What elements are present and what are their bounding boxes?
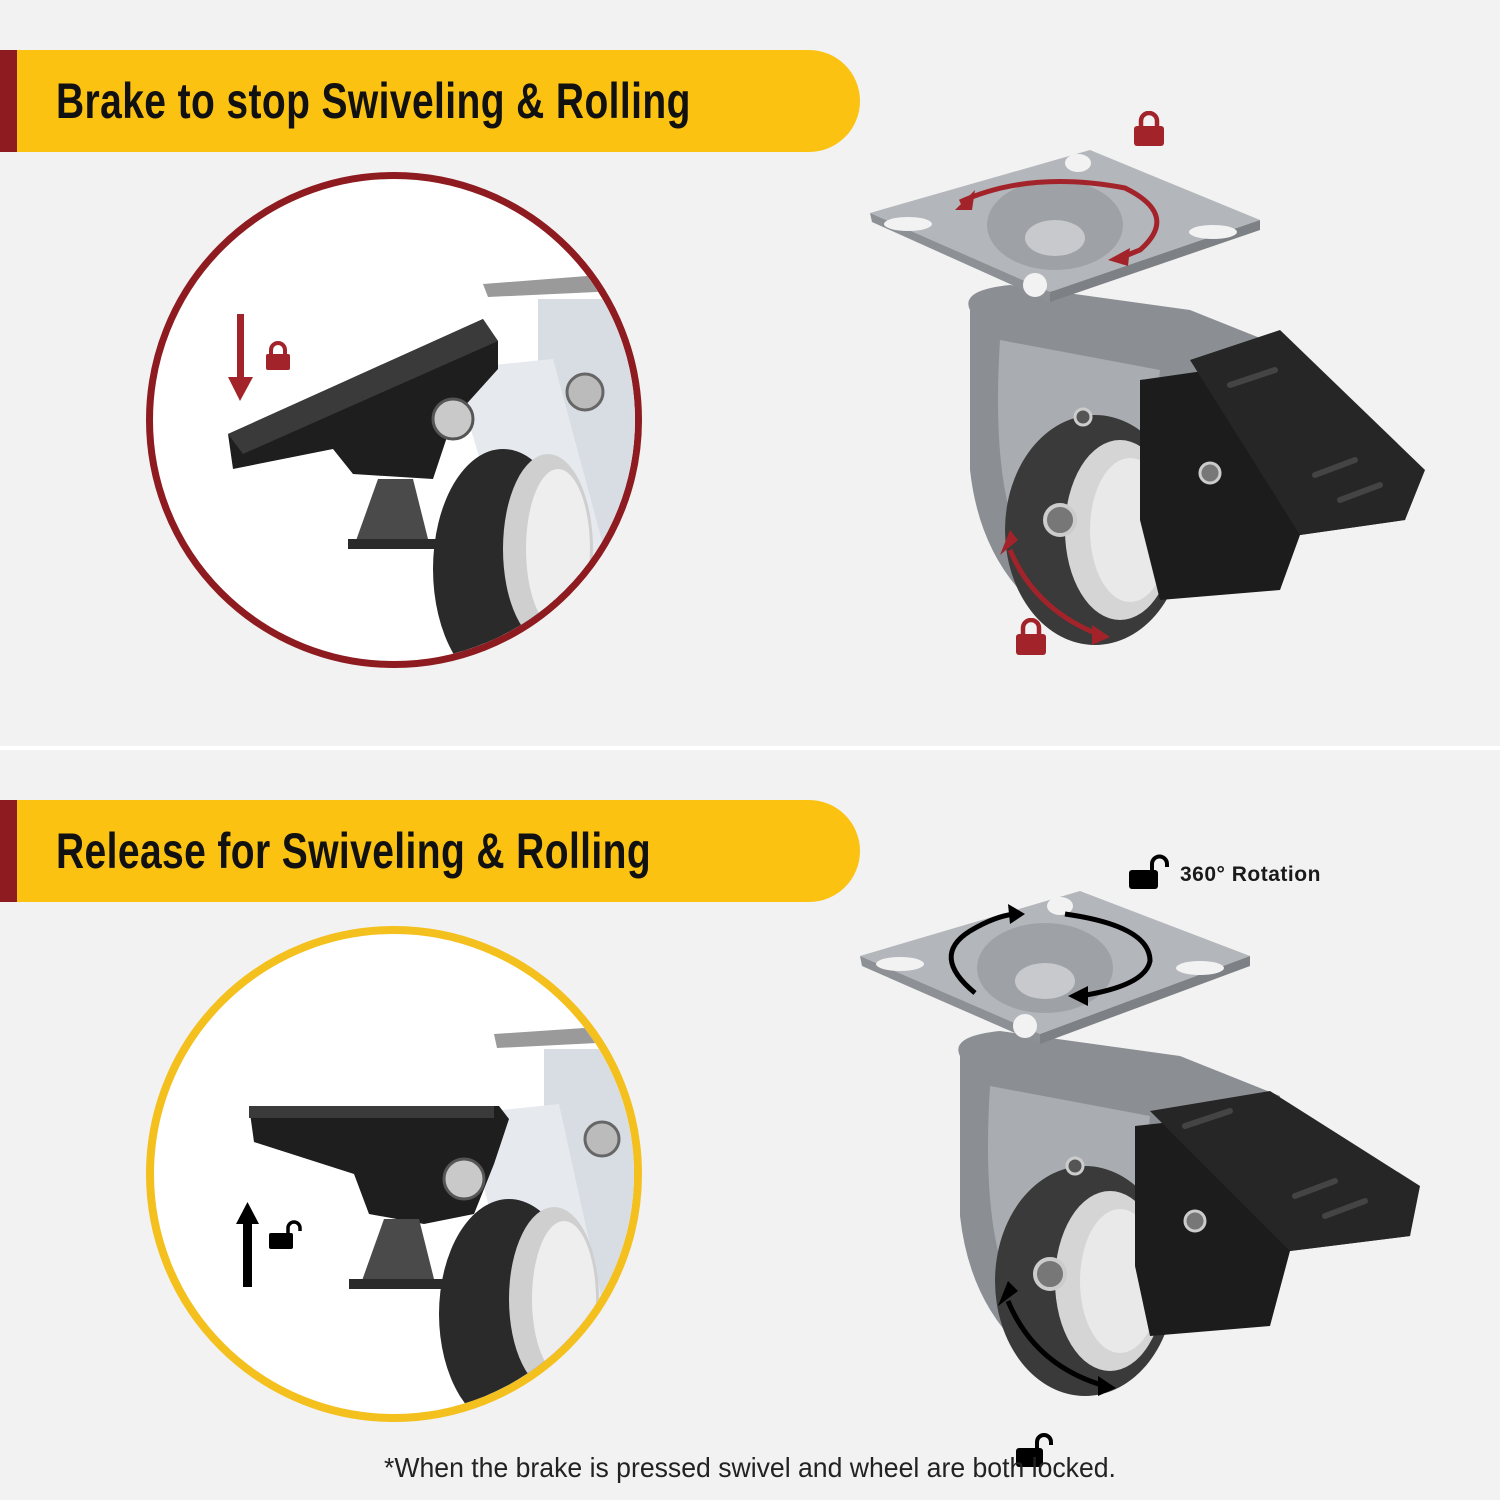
down-arrow-icon (228, 314, 253, 401)
release-detail-circle (146, 926, 642, 1422)
brake-pedal-released-closeup-illustration (236, 1026, 634, 1414)
release-banner: Release for Swiveling & Rolling (0, 800, 860, 902)
brake-banner-title: Brake to stop Swiveling & Rolling (56, 73, 691, 129)
swivel-lock-closed-icon (1133, 110, 1165, 152)
brake-detail-circle (146, 172, 642, 668)
caster-wheel-locked-illustration (870, 150, 1425, 645)
roll-lock-open-icon (1015, 1432, 1057, 1473)
banner-accent-bar (0, 50, 17, 152)
rotation-label-text: 360° Rotation (1180, 863, 1321, 886)
release-banner-title: Release for Swiveling & Rolling (56, 823, 652, 879)
roll-lock-closed-icon (1015, 617, 1047, 661)
rotation-label: 360° Rotation (1128, 854, 1321, 896)
brake-pedal-closeup-illustration (228, 274, 635, 661)
footnote: *When the brake is pressed swivel and wh… (384, 1452, 1116, 1483)
swivel-rotation-arrows-icon (948, 904, 1153, 1006)
release-section: Release for Swiveling & Rolling (0, 752, 1500, 1500)
caster-wheel-unlocked-illustration (860, 891, 1420, 1396)
lock-open-icon (1128, 854, 1170, 896)
up-arrow-icon (236, 1202, 259, 1287)
roll-rotation-arrows-icon (1000, 530, 1110, 645)
brake-banner: Brake to stop Swiveling & Rolling (0, 50, 860, 152)
section-divider (0, 746, 1500, 750)
swivel-rotation-arrows-icon (955, 179, 1160, 266)
roll-rotation-arrows-icon (998, 1281, 1116, 1396)
banner-accent-bar (0, 800, 17, 902)
brake-section: Brake to stop Swiveling & Rolling (0, 0, 1500, 746)
